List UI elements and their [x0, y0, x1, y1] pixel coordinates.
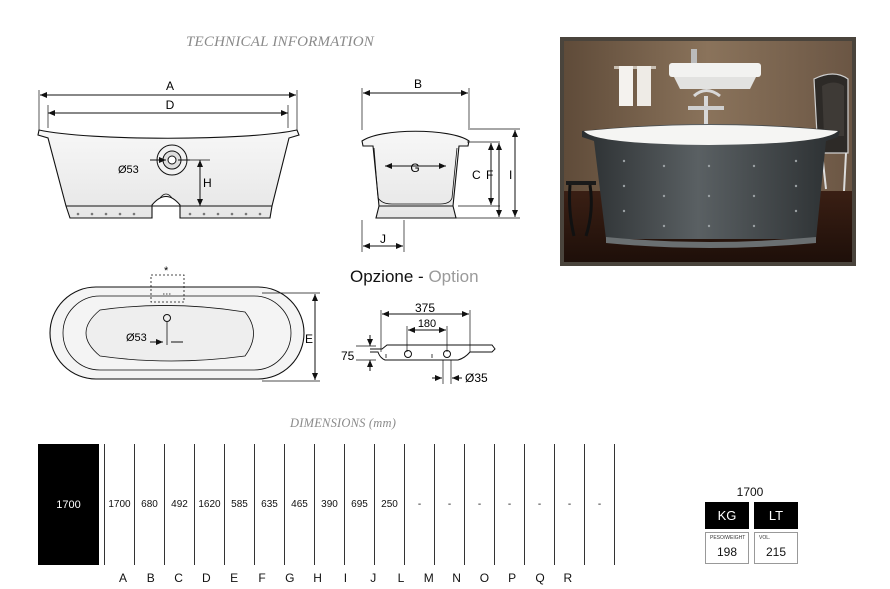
volume-value: 215: [765, 545, 787, 559]
dimension-cell: 492: [165, 444, 195, 565]
dimensions-model-cell: 1700: [38, 444, 99, 565]
label-75: 75: [341, 349, 355, 363]
dimension-letter: I: [343, 571, 348, 585]
dimension-letter: M: [423, 571, 434, 585]
top-view: [49, 274, 320, 382]
dimension-letter: P: [508, 571, 517, 585]
dimension-cell: 695: [345, 444, 375, 565]
dimensions-heading: DIMENSIONS (mm): [290, 416, 397, 430]
label-b: B: [414, 77, 422, 91]
dimension-cell: 635: [255, 444, 285, 565]
side-view: [361, 88, 520, 252]
label-c: C: [472, 168, 481, 182]
front-view: [37, 90, 300, 219]
label-dia35: Ø35: [465, 371, 488, 385]
option-heading: Opzione - Option: [350, 267, 479, 287]
dimension-letter: A: [118, 571, 127, 585]
dimension-cell: 1700: [105, 444, 135, 565]
option-heading-english: Option: [428, 267, 479, 286]
dimension-letter: D: [202, 571, 211, 585]
label-dia53-front: Ø53: [118, 164, 139, 176]
dimension-letter: O: [479, 571, 490, 585]
dimension-cell: 465: [285, 444, 315, 565]
volume-box: VOL. 215: [754, 532, 798, 564]
dimension-letter: Q: [535, 571, 545, 585]
label-375: 375: [415, 301, 435, 315]
dimension-cell: 680: [135, 444, 165, 565]
dimension-letter: R: [563, 571, 573, 585]
label-a: A: [166, 79, 174, 93]
dimension-letter: H: [313, 571, 322, 585]
dimension-letter: N: [452, 571, 461, 585]
technical-information-heading: TECHNICAL INFORMATION: [186, 34, 374, 50]
option-detail: [356, 310, 496, 384]
label-j: J: [380, 232, 386, 246]
weight-box: PESO/WEIGHT 198: [705, 532, 749, 564]
technical-drawing: A D Ø53 H B G C F I J: [37, 77, 520, 385]
product-photo: [560, 37, 856, 266]
label-e: E: [305, 332, 313, 346]
weight-caption: PESO/WEIGHT: [710, 535, 746, 541]
dimension-cell: 585: [225, 444, 255, 565]
label-d: D: [166, 98, 175, 112]
dimension-cell: -: [465, 444, 495, 565]
dimension-cell: 250: [375, 444, 405, 565]
dimension-cell: -: [525, 444, 555, 565]
dimension-letter: J: [370, 571, 377, 585]
weight-model-label: 1700: [736, 485, 764, 499]
dimension-letter: B: [146, 571, 155, 585]
label-f: F: [486, 168, 493, 182]
option-heading-italian: Opzione -: [350, 267, 429, 286]
lt-header: LT: [754, 502, 798, 529]
dimension-cell: -: [555, 444, 585, 565]
weight-value: 198: [716, 545, 738, 559]
label-g: G: [410, 161, 419, 175]
volume-caption: VOL.: [759, 535, 771, 541]
label-h: H: [203, 176, 212, 190]
dimension-letter: F: [258, 571, 266, 585]
label-180: 180: [418, 318, 436, 330]
dimension-letter: C: [174, 571, 183, 585]
label-dia53-top: Ø53: [126, 332, 147, 344]
label-asterisk: *: [164, 265, 169, 277]
dimension-cell: -: [405, 444, 435, 565]
dimension-letter: E: [230, 571, 239, 585]
kg-header: KG: [705, 502, 749, 529]
dimension-cell: -: [585, 444, 615, 565]
dimension-cell: 390: [315, 444, 345, 565]
dimension-letter: G: [285, 571, 295, 585]
dimension-letter: L: [397, 571, 405, 585]
label-i: I: [509, 168, 512, 182]
dimension-cell: -: [435, 444, 465, 565]
dimension-cell: -: [495, 444, 525, 565]
dimension-cell: 1620: [195, 444, 225, 565]
